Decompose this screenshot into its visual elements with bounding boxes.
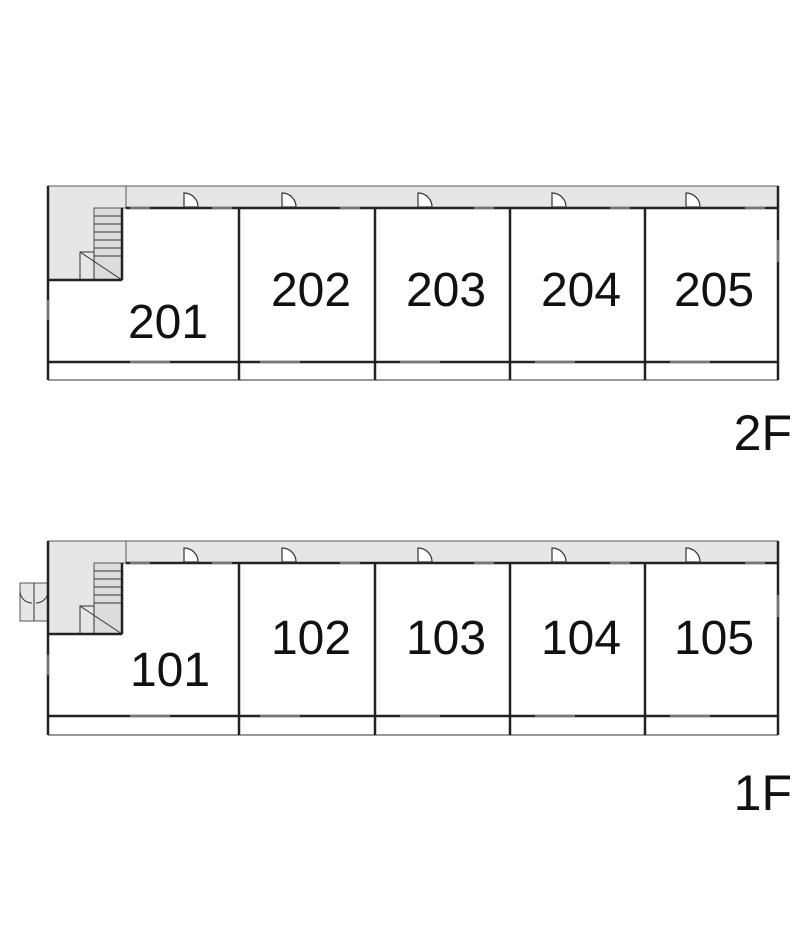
corridor-2f — [47, 185, 779, 209]
windows-1f — [47, 562, 779, 717]
unit-label-205: 205 — [674, 264, 754, 317]
unit-label-103: 103 — [406, 612, 486, 665]
floor-plan-1f: 101 102 103 104 105 1F — [19, 540, 792, 821]
floor-label-1f: 1F — [734, 765, 792, 821]
stairs-2f — [79, 207, 123, 281]
floor-label-2f: 2F — [734, 405, 792, 461]
unit-label-201: 201 — [128, 296, 208, 349]
entrance-1f — [19, 582, 49, 622]
doors-1f — [183, 547, 701, 563]
unit-label-204: 204 — [541, 264, 621, 317]
unit-label-105: 105 — [674, 612, 754, 665]
windows-2f — [47, 207, 779, 363]
floor-plan-2f: 201 202 203 204 205 2F — [46, 185, 792, 461]
unit-label-202: 202 — [271, 264, 351, 317]
corridor-1f — [47, 540, 779, 564]
stairs-1f — [79, 562, 123, 635]
doors-2f — [183, 192, 701, 208]
unit-label-203: 203 — [406, 264, 486, 317]
unit-label-102: 102 — [271, 612, 351, 665]
unit-label-101: 101 — [130, 644, 210, 697]
unit-label-104: 104 — [541, 612, 621, 665]
